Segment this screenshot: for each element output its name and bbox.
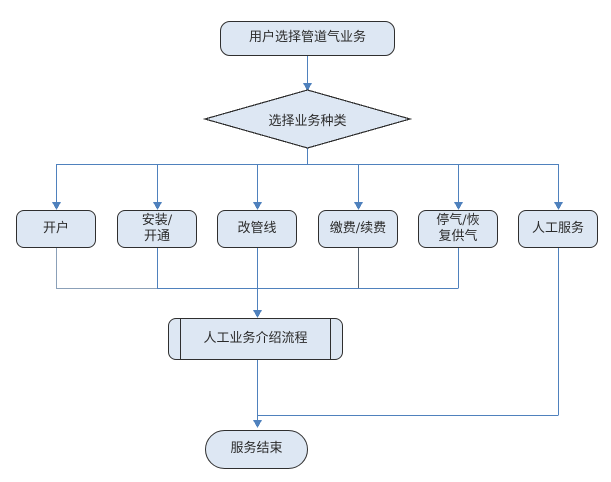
- node-option-label: 人工服务: [531, 220, 584, 236]
- node-start-label: 用户选择管道气业务: [248, 30, 366, 46]
- arrowhead-option-3: [253, 202, 262, 210]
- node-end: 服务结束: [205, 430, 308, 469]
- arrowhead-into-decision: [303, 83, 312, 91]
- arrowhead-into-process: [253, 310, 262, 318]
- node-start: 用户选择管道气业务: [220, 21, 395, 56]
- node-process-intro: 人工业务介绍流程: [168, 318, 343, 360]
- node-option-manual-service: 人工服务: [518, 210, 598, 248]
- node-option-open-account: 开户: [16, 210, 96, 248]
- node-decision: 选择业务种类: [205, 90, 410, 148]
- node-option-label: 缴费/续费: [329, 220, 387, 236]
- arrowhead-option-6: [554, 202, 563, 210]
- node-decision-label: 选择业务种类: [268, 113, 347, 129]
- node-option-label: 改管线: [237, 220, 277, 236]
- node-option-label: 安装/ 开通: [141, 212, 173, 244]
- arrowhead-option-5: [454, 202, 463, 210]
- arrowhead-option-1: [52, 202, 61, 210]
- arrowhead-option-2: [153, 202, 162, 210]
- node-end-label: 服务结束: [230, 441, 283, 457]
- node-option-label: 停气/恢 复供气: [436, 212, 480, 244]
- node-decision-shape: [202, 89, 413, 149]
- node-option-pay-renew: 缴费/续费: [318, 210, 398, 248]
- node-option-label: 开户: [42, 220, 69, 236]
- arrowhead-option-4: [354, 202, 363, 210]
- node-option-install-activate: 安装/ 开通: [117, 210, 197, 248]
- node-option-stop-resume-gas: 停气/恢 复供气: [418, 210, 498, 248]
- arrowhead-into-end: [253, 420, 262, 428]
- node-process-label: 人工业务介绍流程: [203, 330, 308, 346]
- node-option-change-pipeline: 改管线: [217, 210, 297, 248]
